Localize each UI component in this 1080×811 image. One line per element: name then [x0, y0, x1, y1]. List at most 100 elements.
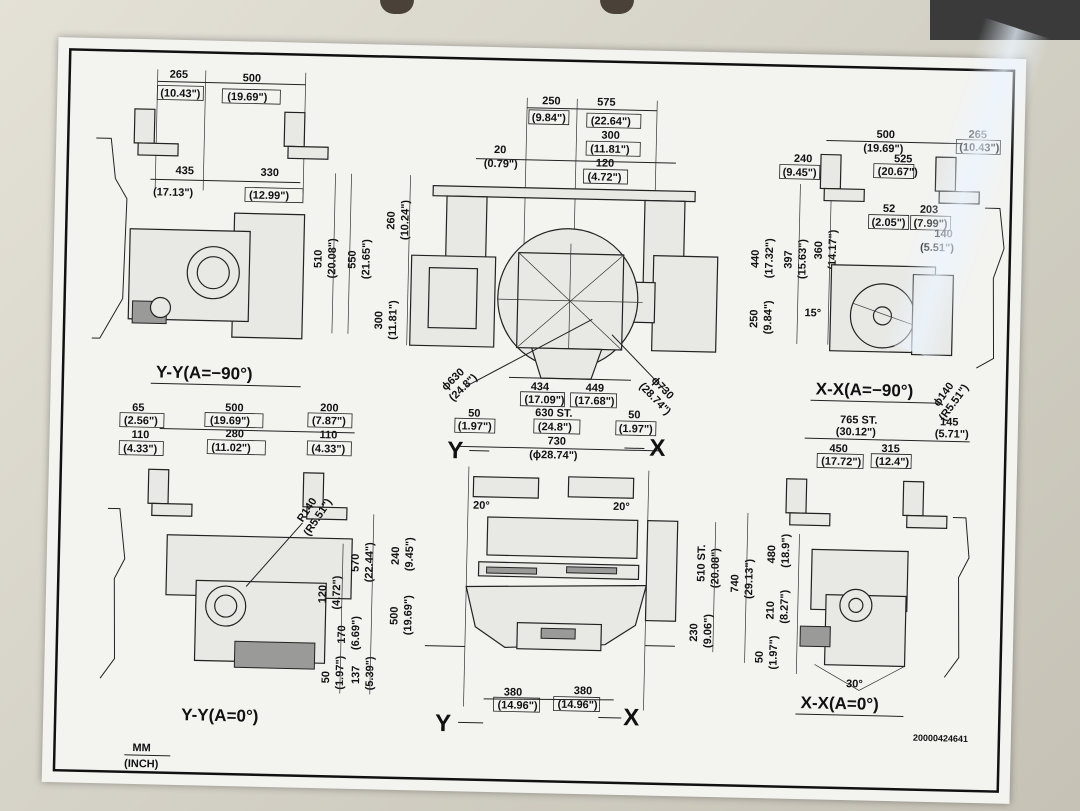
machine-housing-corner [930, 0, 1080, 40]
dim-value: 380 [504, 686, 523, 698]
dim-inch: (7.87") [312, 415, 347, 428]
dim-value: 570 [350, 553, 362, 572]
dim-inch: (1.97") [619, 423, 654, 436]
dim-value: 50 [468, 408, 481, 420]
dim-value: 765 ST. [840, 414, 878, 427]
dim-value: 52 [883, 203, 896, 215]
dim-value: 330 [260, 167, 279, 179]
dim-value: 315 [881, 443, 900, 455]
view-title: X-X(A=0°) [800, 693, 879, 714]
dim-value: 170 [336, 625, 348, 644]
dim-inch: (4.33") [311, 443, 346, 456]
view-xx-a0: 765 ST. (30.12") 145 (5.71") 450 (17.72"… [754, 414, 970, 744]
axis-label-y: Y [447, 437, 464, 464]
dim-value: 740 [729, 574, 741, 593]
dim-value: 140 [934, 228, 953, 240]
dim-inch: (5.51") [920, 242, 955, 255]
dim-value: 440 [750, 249, 762, 268]
dim-inch: (15.63") [796, 239, 809, 280]
dim-value: 500 [876, 129, 895, 141]
dim-inch: (10.43") [959, 142, 1000, 155]
view-xx-a-minus90: 500 (19.69") 265 (10.43") 240 (9.45") 52… [748, 129, 1005, 423]
dim-value: 480 [766, 545, 778, 564]
plate-border [52, 48, 1016, 793]
mounting-bolt-right [600, 0, 634, 14]
dim-value: 120 [317, 585, 329, 604]
document-number: 20000424641 [913, 733, 968, 744]
axis-label-x: X [623, 704, 640, 731]
dim-value: 730 [547, 435, 566, 447]
dim-value: 300 [373, 311, 385, 330]
dim-inch: (20.08") [709, 548, 722, 589]
dim-value: 50 [628, 409, 641, 421]
dim-value: 20 [494, 144, 507, 156]
dim-inch: (22.44") [363, 542, 376, 583]
dim-value: 500 [243, 72, 262, 84]
dim-value: 250 [748, 309, 760, 328]
dim-value: 500 [388, 606, 400, 625]
view-title: Y-Y(A=−90°) [156, 362, 253, 383]
dim-inch: (29.13") [743, 558, 756, 599]
dim-inch: (4.33") [123, 443, 158, 456]
technical-drawing: 265 (10.43") 500 (19.69") 435 (17.13") 3… [52, 48, 1016, 793]
dim-inch: (5.71") [935, 428, 970, 441]
dim-value: 630 ST. [535, 407, 573, 420]
view-yy-a-minus90: 265 (10.43") 500 (19.69") 435 (17.13") 3… [91, 69, 373, 388]
dim-inch: (17.32") [763, 238, 776, 279]
dim-inch: (17.13") [153, 186, 194, 199]
dim-inch: (2.05") [871, 217, 906, 230]
dim-value: 380 [574, 685, 593, 697]
dim-inch: (19.69") [227, 91, 268, 104]
axis-label-y: Y [435, 710, 452, 737]
dim-inch: (17.68") [574, 395, 615, 408]
dim-inch: (19.69") [402, 595, 415, 636]
dim-inch: (9.45") [783, 167, 818, 180]
view-title: Y-Y(A=0°) [181, 705, 259, 726]
units-main: MM [132, 742, 151, 754]
dim-inch: (12.4") [875, 456, 910, 469]
dim-value: 15° [804, 307, 821, 319]
dim-inch: (14.96") [497, 699, 538, 712]
dim-value: 250 [542, 95, 561, 107]
dim-inch: (9.45") [404, 537, 417, 572]
dim-inch: (9.84") [532, 112, 567, 125]
mounting-bolt-left [380, 0, 414, 14]
dim-inch: (11.81") [590, 143, 630, 156]
dim-value: 50 [320, 671, 332, 684]
dim-value: 397 [783, 250, 795, 269]
dim-inch: (6.69") [350, 616, 363, 651]
dim-inch: (20.67") [878, 166, 919, 179]
dim-inch: (0.79") [484, 158, 519, 171]
dim-inch: (19.69") [210, 415, 251, 428]
dim-inch: (9.06") [702, 614, 715, 649]
units-legend: MM (INCH) [124, 742, 171, 771]
view-top-center: 250 (9.84") 575 (22.64") 300 (11.81") 20… [373, 95, 719, 418]
dim-angle: 30° [846, 678, 863, 690]
dim-inch: (9.84") [762, 300, 775, 335]
dim-value: 240 [794, 153, 813, 165]
dim-value: 575 [597, 96, 616, 108]
dim-inch: (10.43") [160, 87, 201, 100]
dim-inch: (14.96") [557, 699, 598, 712]
dim-inch: (8.27") [778, 589, 791, 624]
dim-value: 434 [531, 381, 551, 393]
dim-value: 210 [765, 601, 777, 620]
dim-value: 449 [586, 382, 605, 394]
dim-value: 510 [312, 250, 324, 269]
dim-inch: (24.8") [538, 421, 573, 434]
dim-value: 200 [320, 402, 339, 414]
dim-inch: (2.56") [124, 415, 159, 428]
dim-inch: (10.24") [399, 199, 412, 240]
dim-value: 110 [131, 429, 149, 441]
dim-inch: (ϕ28.74") [529, 449, 578, 462]
dim-value: 265 [968, 129, 987, 141]
dim-value: 65 [132, 402, 145, 414]
dim-inch: (22.64") [591, 115, 632, 128]
dim-value: 450 [829, 443, 848, 455]
dim-angle: 20° [473, 500, 490, 512]
dim-value: 525 [894, 153, 913, 165]
dim-inch: (17.09") [524, 394, 565, 407]
dim-value: 120 [596, 157, 615, 169]
dim-value: 265 [170, 69, 189, 81]
view-yy-a0: 65 (2.56") 500 (19.69") 200 (7.87") 110 … [99, 402, 377, 726]
